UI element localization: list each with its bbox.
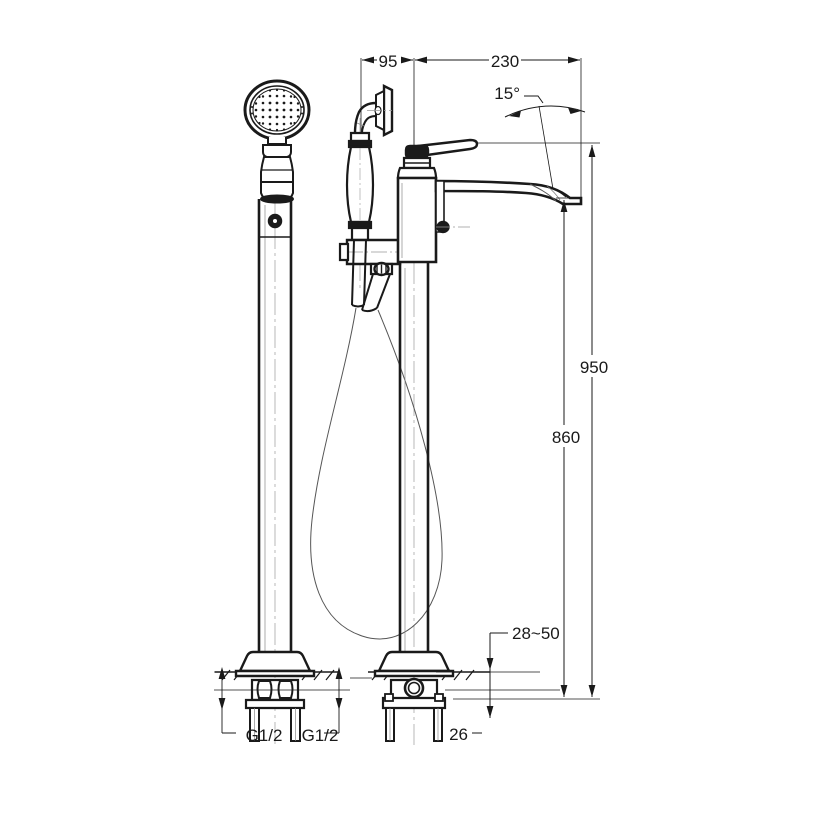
angle-arc-15deg bbox=[504, 105, 586, 118]
escutcheon-right-ring bbox=[373, 669, 455, 678]
spout-top-edge bbox=[435, 180, 567, 198]
arrowhead-230-left bbox=[415, 56, 427, 64]
arrowhead-right-outer-bottom bbox=[335, 698, 343, 710]
base-depth-dimension-group: 26 bbox=[449, 658, 504, 744]
angle-leader-to-spout bbox=[538, 105, 554, 190]
spout-tip-fillet bbox=[529, 183, 557, 202]
dimension-label-15deg: 15° bbox=[494, 84, 520, 103]
hs-tail-left bbox=[351, 239, 355, 306]
hs-tail-end bbox=[351, 304, 365, 308]
hs-hook-base bbox=[350, 226, 370, 242]
hose-curve-outer bbox=[310, 307, 443, 640]
arrowhead-230-right bbox=[568, 56, 580, 64]
mixer-bonnet-flare bbox=[396, 166, 438, 180]
base-right-boltnut-a bbox=[384, 693, 394, 702]
lever-handle bbox=[416, 138, 479, 158]
dimension-label-95: 95 bbox=[379, 52, 398, 71]
dim-230-text-backing bbox=[489, 50, 521, 70]
holder-hook-inner bbox=[361, 115, 377, 134]
arrowhead-950-top bbox=[588, 145, 596, 157]
lever-handle-hub bbox=[404, 144, 430, 160]
base-right-port-inner bbox=[407, 681, 421, 695]
dimension-label-950: 950 bbox=[580, 358, 608, 377]
handshower-neck-collar bbox=[262, 144, 292, 158]
dimension-label-g12-left: G1/2 bbox=[246, 726, 283, 745]
holder-hook-shade bbox=[356, 122, 365, 127]
flexible-hose-loop bbox=[310, 307, 443, 640]
handshower-assembly bbox=[243, 79, 311, 660]
arrowhead-right-outer-top bbox=[335, 667, 343, 679]
top-dimension-group: 95 230 bbox=[360, 50, 582, 248]
hs-hook-collar bbox=[349, 131, 371, 143]
dim-860-text-backing bbox=[550, 425, 582, 447]
mixer-assembly bbox=[396, 138, 583, 660]
dimension-label-860: 860 bbox=[552, 428, 580, 447]
riser-left-button-center bbox=[273, 219, 277, 223]
auxiliary-reference-lines bbox=[350, 671, 560, 691]
angle-label-leader bbox=[524, 95, 544, 104]
diverter-assembly bbox=[338, 238, 402, 313]
dimension-label-26: 26 bbox=[449, 725, 468, 744]
escutcheon-right-cone bbox=[377, 650, 451, 673]
arrowhead-860-bottom bbox=[560, 685, 568, 697]
handshower-holder-assembly bbox=[353, 84, 394, 137]
holder-hook-outer bbox=[353, 101, 377, 134]
base-right-assembly bbox=[373, 650, 455, 742]
diverter-left-cap bbox=[338, 242, 350, 262]
arrowhead-left-outer-bottom bbox=[218, 698, 226, 710]
handshower-neck bbox=[267, 137, 287, 145]
handshower-grip-base bbox=[260, 194, 294, 204]
dimension-label-230: 230 bbox=[491, 52, 519, 71]
escutcheon-left-ring bbox=[234, 669, 316, 678]
arrowhead-angle-right bbox=[568, 107, 581, 114]
base-right-bracket bbox=[381, 696, 447, 710]
base-left-assembly bbox=[234, 650, 316, 742]
dim-26-text-backing bbox=[482, 718, 504, 742]
vertical-dimension-group: 950 860 bbox=[453, 142, 610, 700]
inlet-thread-dimension-group: G1/2 G1/2 bbox=[214, 667, 350, 745]
base-left-fitting-a bbox=[256, 680, 273, 699]
base-left-bracket bbox=[244, 698, 306, 710]
dim-950-text-backing bbox=[578, 355, 610, 377]
arrowhead-95-left bbox=[362, 56, 374, 64]
hose-stem-end bbox=[361, 307, 378, 313]
hose-stem-right bbox=[376, 273, 391, 309]
dimension-label-28-50: 28~50 bbox=[512, 624, 560, 643]
handshower-on-hook bbox=[345, 131, 375, 242]
arrowhead-95-right bbox=[401, 56, 413, 64]
arrowhead-860-top bbox=[560, 200, 568, 212]
hs-tail-right bbox=[363, 239, 367, 306]
arrowhead-26 bbox=[486, 706, 494, 718]
arrowhead-950-bottom bbox=[588, 685, 596, 697]
dim-95-text-backing bbox=[377, 50, 401, 70]
angle-annotation-group: 15° bbox=[494, 84, 586, 190]
base-right-boltnut-b bbox=[434, 693, 444, 702]
arrowhead-angle-left bbox=[509, 110, 521, 118]
handshower-spray-holes bbox=[251, 88, 303, 132]
base-left-fitting-b bbox=[277, 680, 294, 699]
dimension-label-g12-right: G1/2 bbox=[302, 726, 339, 745]
escutcheon-left-cone bbox=[238, 650, 312, 673]
spout-tip-fillet-2 bbox=[546, 185, 561, 201]
mixer-body bbox=[396, 176, 438, 264]
arrowhead-left-outer-top bbox=[218, 667, 226, 679]
